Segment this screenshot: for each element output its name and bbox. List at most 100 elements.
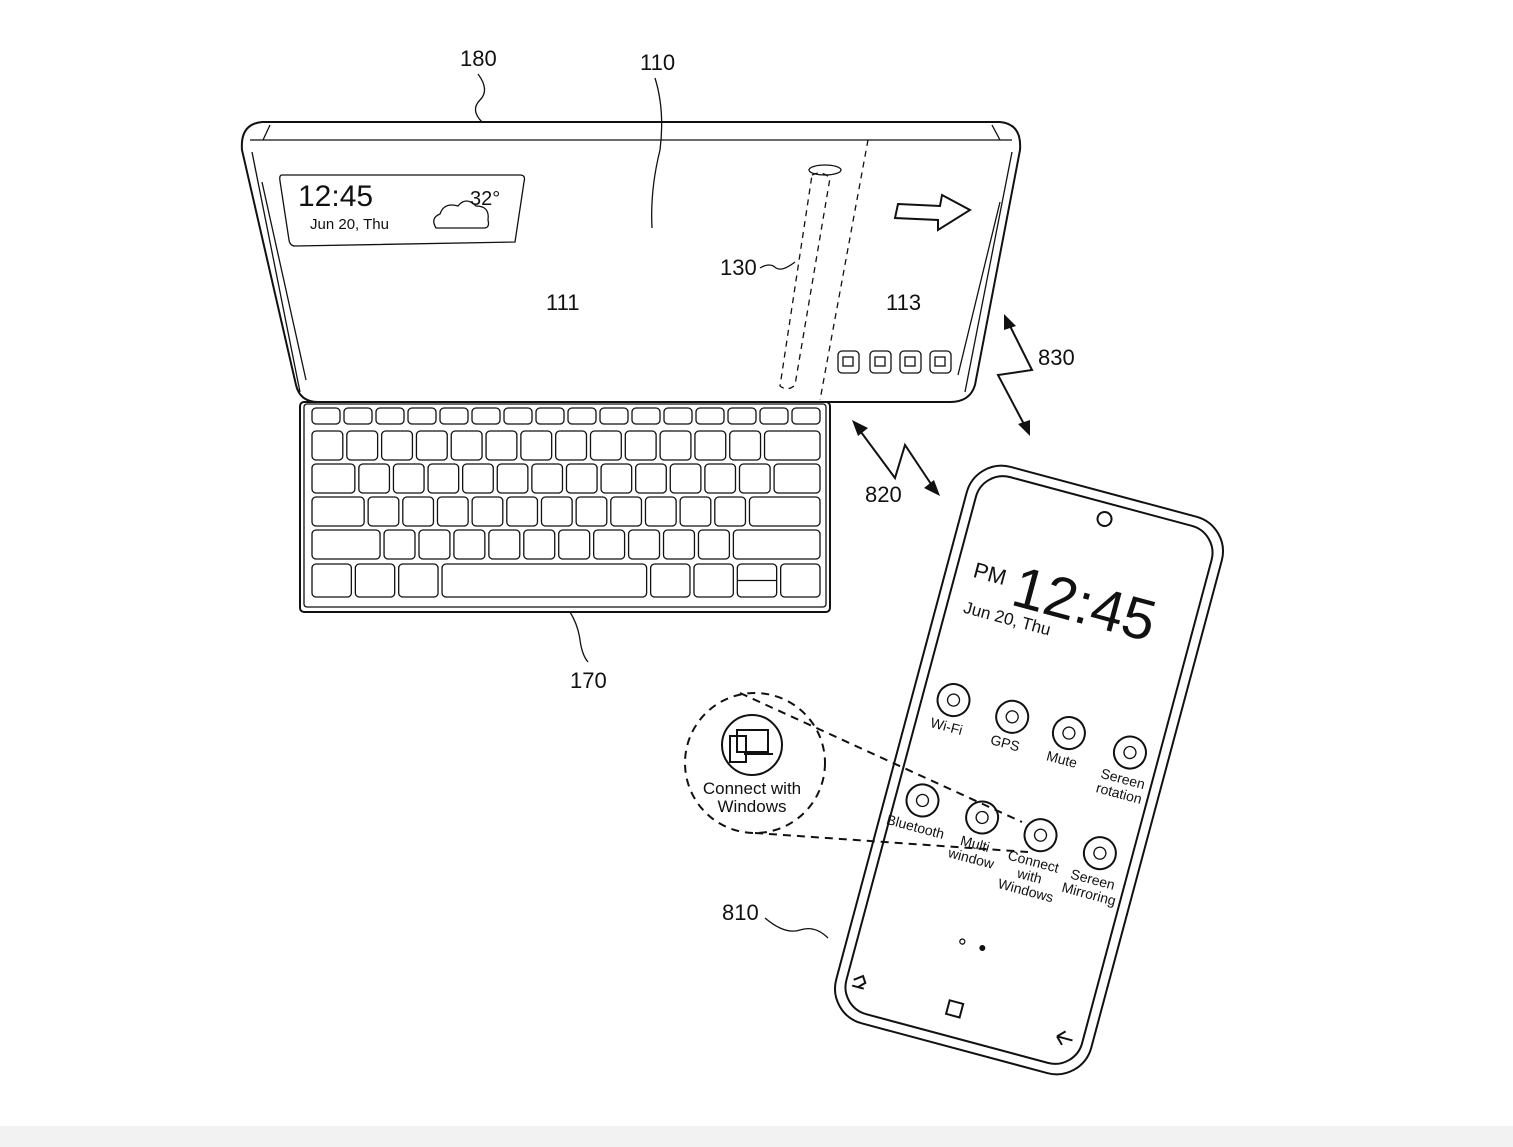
keyboard-key[interactable] [312, 497, 364, 526]
keyboard-key[interactable] [611, 497, 642, 526]
keyboard-key[interactable] [312, 530, 380, 559]
keyboard-key[interactable] [695, 431, 726, 460]
back-icon[interactable] [1055, 1030, 1074, 1048]
keyboard-key[interactable] [399, 564, 438, 597]
keyboard-key[interactable] [559, 530, 590, 559]
keyboard-key[interactable] [566, 464, 597, 493]
keyboard-key[interactable] [576, 497, 607, 526]
screen-mirroring-icon[interactable] [1080, 834, 1119, 873]
keyboard-key[interactable] [636, 464, 667, 493]
quick-setting-mute[interactable]: Mute [1044, 713, 1088, 771]
keyboard-key[interactable] [524, 530, 555, 559]
gps-icon[interactable] [993, 697, 1032, 736]
keyboard-key[interactable] [760, 408, 788, 424]
keyboard-key[interactable] [442, 564, 647, 597]
keyboard-key[interactable] [497, 464, 528, 493]
keyboard-key[interactable] [601, 464, 632, 493]
keyboard-key[interactable] [382, 431, 413, 460]
keyboard-key[interactable] [781, 564, 820, 597]
bluetooth-icon[interactable] [903, 781, 942, 820]
keyboard-key[interactable] [344, 408, 372, 424]
keyboard-key[interactable] [715, 497, 746, 526]
keyboard-key[interactable] [651, 564, 690, 597]
keyboard-key[interactable] [660, 431, 691, 460]
page-dot-active[interactable] [979, 944, 986, 951]
keyboard-key[interactable] [489, 530, 520, 559]
keyboard-key[interactable] [664, 530, 695, 559]
keyboard-key[interactable] [536, 408, 564, 424]
keyboard-key[interactable] [600, 408, 628, 424]
keyboard-key[interactable] [463, 464, 494, 493]
quick-setting-screen-mirroring[interactable]: SereenMirroring [1060, 831, 1130, 909]
keyboard-key[interactable] [312, 408, 340, 424]
keyboard-key[interactable] [408, 408, 436, 424]
keyboard-key[interactable] [670, 464, 701, 493]
contacts-icon[interactable] [930, 351, 951, 373]
keyboard-key[interactable] [594, 530, 625, 559]
keyboard-key[interactable] [696, 408, 724, 424]
keyboard-key[interactable] [312, 431, 343, 460]
keyboard-key[interactable] [698, 530, 729, 559]
keyboard-key[interactable] [416, 431, 447, 460]
keyboard-key[interactable] [359, 464, 390, 493]
keyboard-key[interactable] [765, 431, 820, 460]
keyboard-key[interactable] [507, 497, 538, 526]
keyboard-key[interactable] [451, 431, 482, 460]
keyboard-key[interactable] [312, 464, 355, 493]
keyboard-key[interactable] [739, 464, 770, 493]
keyboard-key[interactable] [393, 464, 424, 493]
keyboard-key[interactable] [733, 530, 820, 559]
wifi-icon[interactable] [934, 680, 973, 719]
keyboard-key[interactable] [590, 431, 621, 460]
quick-setting-wifi[interactable]: Wi-Fi [929, 680, 974, 738]
camera-icon[interactable] [838, 351, 859, 373]
connect-windows-icon[interactable] [1021, 816, 1060, 855]
keyboard-key[interactable] [419, 530, 450, 559]
keyboard-key[interactable] [556, 431, 587, 460]
page-dot[interactable] [959, 939, 965, 945]
home-icon[interactable] [946, 1000, 963, 1017]
keyboard-key[interactable] [730, 431, 761, 460]
keyboard-key[interactable] [568, 408, 596, 424]
rotation-icon[interactable] [1110, 733, 1149, 772]
keyboard-key[interactable] [792, 408, 820, 424]
keyboard-key[interactable] [521, 431, 552, 460]
mute-icon[interactable] [1049, 713, 1088, 752]
keyboard-key[interactable] [705, 464, 736, 493]
keyboard-key[interactable] [403, 497, 434, 526]
keyboard-key[interactable] [664, 408, 692, 424]
keyboard-key[interactable] [629, 530, 660, 559]
message-icon[interactable] [900, 351, 921, 373]
keyboard-key[interactable] [694, 564, 733, 597]
keyboard-key[interactable] [437, 497, 468, 526]
recents-icon[interactable] [852, 974, 867, 989]
arrow-right-icon[interactable] [895, 195, 970, 230]
keyboard-key[interactable] [347, 431, 378, 460]
keyboard-key[interactable] [472, 497, 503, 526]
quick-setting-rotation[interactable]: Sereenrotation [1094, 731, 1156, 807]
keyboard-key[interactable] [454, 530, 485, 559]
keyboard-key[interactable] [376, 408, 404, 424]
keyboard-key[interactable] [645, 497, 676, 526]
keyboard-key[interactable] [680, 497, 711, 526]
keyboard-key[interactable] [632, 408, 660, 424]
quick-setting-gps[interactable]: GPS [988, 697, 1032, 755]
keyboard-key[interactable] [428, 464, 459, 493]
keyboard-key[interactable] [541, 497, 572, 526]
keyboard-key[interactable] [486, 431, 517, 460]
keyboard-key[interactable] [774, 464, 820, 493]
keyboard-key[interactable] [440, 408, 468, 424]
keyboard-key[interactable] [472, 408, 500, 424]
keyboard-key[interactable] [504, 408, 532, 424]
keyboard-key[interactable] [625, 431, 656, 460]
keyboard-key[interactable] [728, 408, 756, 424]
keyboard-key[interactable] [355, 564, 394, 597]
quick-setting-multi-window[interactable]: Multiwindow [946, 796, 1010, 872]
gallery-icon[interactable] [870, 351, 891, 373]
keyboard-key[interactable] [312, 564, 351, 597]
keyboard-key[interactable] [532, 464, 563, 493]
keyboard-key[interactable] [384, 530, 415, 559]
keyboard-key[interactable] [749, 497, 820, 526]
phone: PM 12:45 Jun 20, Thu Wi-FiGPSMuteSereenr… [827, 458, 1231, 1083]
keyboard-key[interactable] [368, 497, 399, 526]
